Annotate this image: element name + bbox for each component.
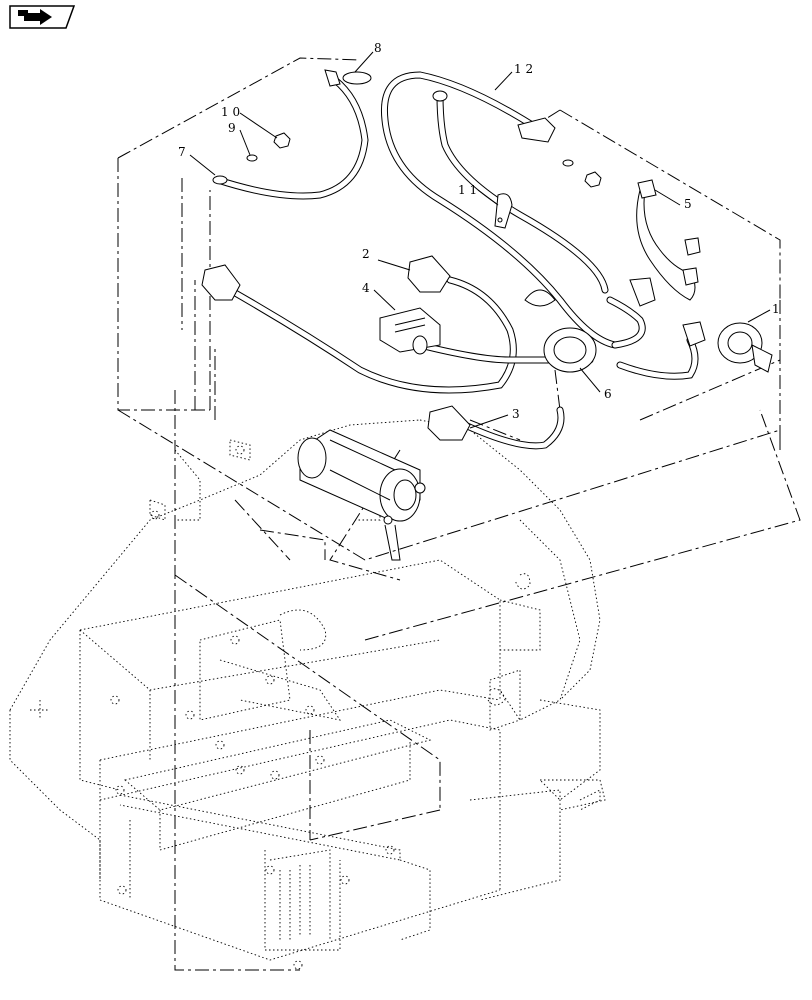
starter-motor xyxy=(297,429,426,561)
fasteners xyxy=(246,132,602,188)
callout-4: 4 xyxy=(362,281,370,295)
return-arrow-button[interactable] xyxy=(6,4,76,30)
cable-7 xyxy=(212,69,369,200)
callout-leaders xyxy=(189,51,771,429)
callout-labels: 1 2 3 4 5 6 7 8 9 1 0 1 1 1 2 xyxy=(178,41,780,421)
grommet-and-clips xyxy=(342,71,597,373)
callout-5: 5 xyxy=(684,197,692,211)
cable-12 xyxy=(380,71,619,349)
callout-11: 1 1 xyxy=(458,183,477,197)
machine-frame xyxy=(9,419,606,970)
callout-7: 7 xyxy=(178,145,186,159)
callout-1: 1 xyxy=(772,302,780,316)
callout-6: 6 xyxy=(604,387,612,401)
callout-8: 8 xyxy=(374,41,382,55)
battery-disconnect xyxy=(636,179,773,373)
callout-12: 1 2 xyxy=(514,62,533,76)
cable-harness xyxy=(201,255,706,450)
callout-9: 9 xyxy=(228,121,236,135)
callout-2: 2 xyxy=(362,247,370,261)
callout-3: 3 xyxy=(512,407,520,421)
return-arrow-icon xyxy=(9,5,76,29)
callout-10: 1 0 xyxy=(221,105,240,119)
